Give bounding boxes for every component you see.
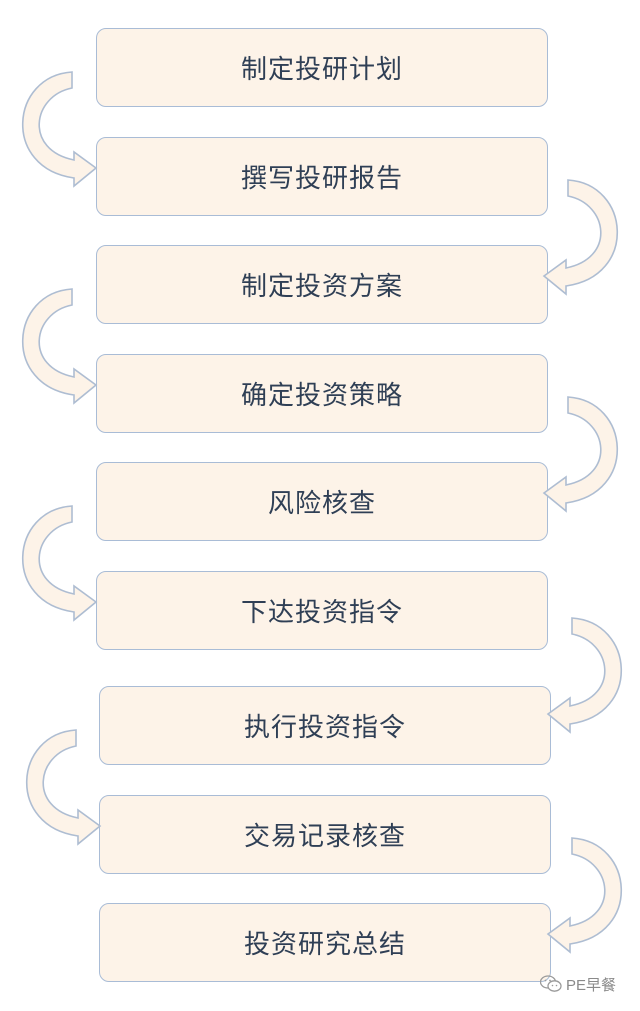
step-box-7: 执行投资指令 (99, 686, 551, 765)
step-label: 交易记录核查 (243, 822, 406, 852)
curved-arrow-6 (547, 617, 623, 733)
curved-arrow-1 (21, 71, 97, 187)
step-box-1: 制定投研计划 (96, 28, 548, 107)
step-box-4: 确定投资策略 (96, 354, 548, 433)
curved-arrow-5 (21, 505, 97, 621)
step-box-2: 撰写投研报告 (96, 137, 548, 216)
step-label: 确定投资策略 (240, 381, 403, 411)
curved-arrow-4 (543, 396, 619, 512)
step-box-8: 交易记录核查 (99, 795, 551, 874)
curved-arrow-3 (21, 288, 97, 404)
watermark-text: PE早餐 (566, 976, 617, 994)
step-box-6: 下达投资指令 (96, 571, 548, 650)
curved-arrow-2 (543, 179, 619, 295)
step-label: 撰写投研报告 (240, 164, 403, 194)
step-label: 风险核查 (267, 489, 376, 519)
step-label: 投资研究总结 (243, 930, 406, 960)
step-box-9: 投资研究总结 (99, 903, 551, 982)
step-box-5: 风险核查 (96, 462, 548, 541)
wechat-icon (540, 975, 562, 992)
curved-arrow-8 (547, 837, 623, 953)
step-label: 制定投研计划 (240, 55, 403, 85)
watermark: PE早餐 (540, 972, 616, 996)
step-label: 下达投资指令 (240, 598, 403, 628)
step-box-3: 制定投资方案 (96, 245, 548, 324)
step-label: 执行投资指令 (243, 713, 406, 743)
curved-arrow-7 (25, 729, 101, 845)
step-label: 制定投资方案 (240, 272, 403, 302)
